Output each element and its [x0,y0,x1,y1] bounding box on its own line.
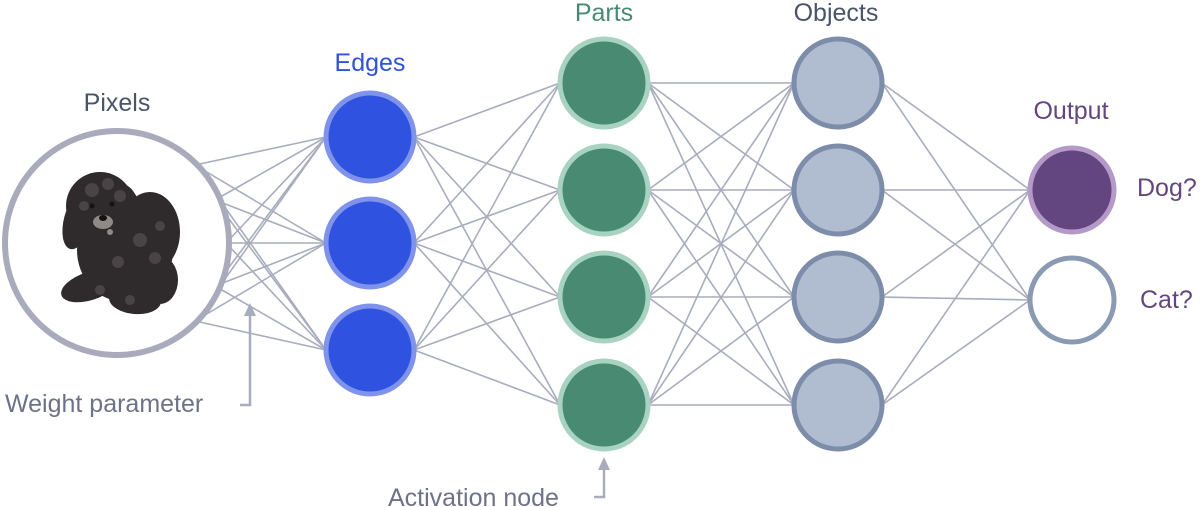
nodes [323,36,1117,452]
edges-node-2 [323,196,417,290]
layer-label-pixels: Pixels [84,89,151,117]
connection-edges-1-parts-0 [413,82,561,244]
connection-input-2-edge-0 [225,136,327,244]
activation-annotation: Activation node [388,457,610,507]
connection-input-1-edge-2 [214,199,327,351]
objects-node-2 [791,143,885,237]
parts-node-4 [557,358,651,452]
objects-node-4 [791,358,885,452]
connection-parts-3-objects-1 [647,189,795,406]
output-label-dog: Dog? [1137,174,1197,202]
connection-parts-3-objects-0 [647,82,795,406]
edges-node-3 [323,303,417,397]
connection-edges-2-parts-0 [413,82,561,351]
edges-node-1 [323,90,417,184]
layer-label-edges: Edges [335,49,406,77]
output-label-cat: Cat? [1140,286,1193,314]
connection-objects-0-output-1 [881,82,1031,301]
pixels-layer: Pixels [2,89,232,358]
activation-arrow-line [594,470,606,499]
connection-objects-1-output-1 [881,189,1031,301]
dog-photo [61,172,180,315]
parts-node-3 [557,250,651,344]
connection-input-0-edge-0 [194,136,327,166]
connection-input-1-edge-0 [214,136,327,201]
output-node-dog [1027,145,1117,235]
weight-arrow-line [240,316,252,407]
weight-parameter-label: Weight parameter [5,390,203,418]
connection-input-3-edge-1 [214,242,327,287]
connection-objects-0-output-0 [881,82,1031,191]
connection-edges-2-parts-2 [413,296,561,351]
objects-node-1 [791,36,885,130]
layer-label-parts: Parts [575,0,633,27]
activation-arrow-head [598,457,610,470]
connection-objects-3-output-1 [881,299,1031,406]
parts-node-1 [557,36,651,130]
layer-label-output: Output [1033,97,1108,125]
connection-input-2-edge-2 [225,242,327,351]
activation-node-label: Activation node [388,484,559,507]
connection-edges-0-parts-0 [413,82,561,138]
weight-arrow-head [244,303,256,316]
connection-objects-2-output-0 [881,189,1031,298]
parts-node-2 [557,143,651,237]
connection-parts-3-objects-2 [647,296,795,406]
connection-input-0-edge-1 [194,164,327,244]
connection-input-4-edge-1 [194,242,327,322]
connection-objects-3-output-0 [881,189,1031,406]
connection-input-3-edge-2 [214,285,327,351]
weight-annotation: Weight parameter [5,303,256,418]
connection-edges-2-parts-3 [413,349,561,406]
connections [194,82,1031,406]
objects-node-3 [791,250,885,344]
connection-parts-1-objects-0 [647,82,795,191]
layer-label-objects: Objects [794,0,879,27]
connection-edges-2-parts-1 [413,189,561,351]
connection-parts-2-objects-0 [647,82,795,298]
output-node-cat [1027,255,1117,345]
connection-input-1-edge-1 [214,199,327,244]
connection-input-4-edge-2 [194,320,327,351]
